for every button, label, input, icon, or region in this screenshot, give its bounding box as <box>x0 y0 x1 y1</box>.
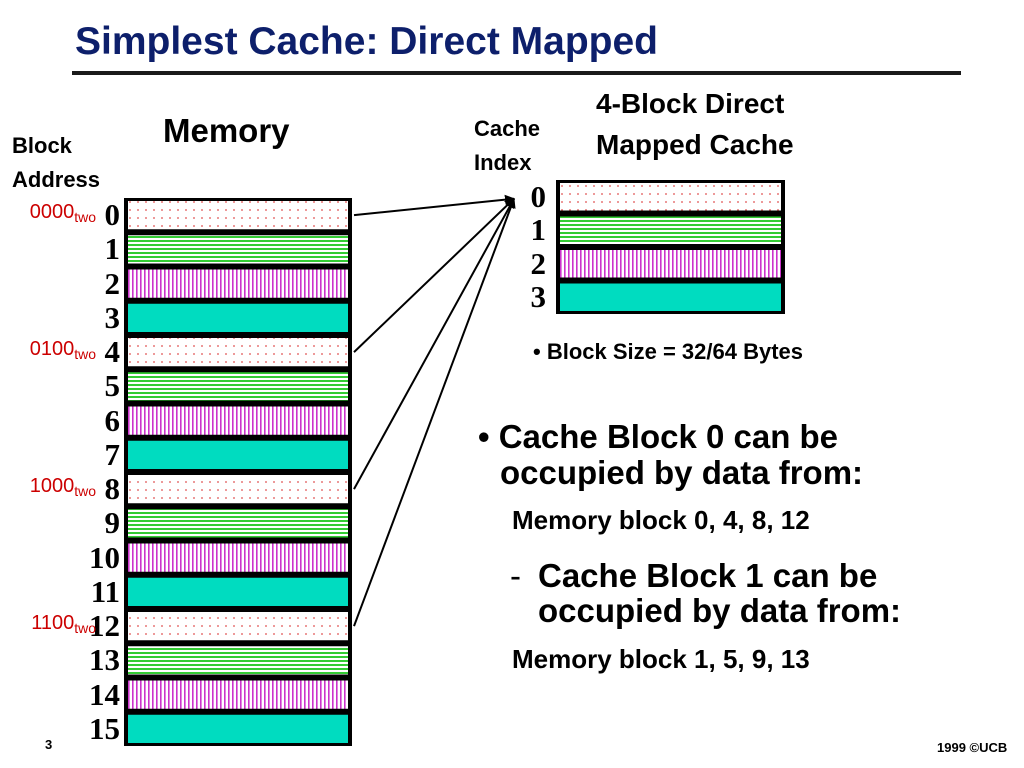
mapping-arrow-block-12 <box>353 197 516 627</box>
memory-block-3 <box>128 303 348 332</box>
cache-index-label-line1: Cache <box>474 116 541 141</box>
mapping-arrow-block-4 <box>353 198 515 353</box>
bullet2-line2: occupied by data from: <box>538 592 902 629</box>
mapping-arrow-block-0 <box>353 194 515 217</box>
memory-block-10 <box>128 543 348 572</box>
cache-block-2 <box>560 250 781 278</box>
cache-index-number-1: 1 <box>530 212 547 248</box>
binary-address-0100: 0100two <box>29 338 96 363</box>
memory-block-7 <box>128 440 348 469</box>
bullet2-dash: - <box>510 557 521 594</box>
binary-address-subscript: two <box>74 620 96 637</box>
cache-index-number-0: 0 <box>530 178 547 214</box>
memory-block-number-6: 6 <box>104 402 121 438</box>
binary-address-value: 1000 <box>29 475 75 498</box>
memory-heading: Memory <box>163 112 290 149</box>
cache-index-number-2: 2 <box>530 245 547 281</box>
memory-block-number-0: 0 <box>104 197 121 233</box>
memory-block-12 <box>128 612 348 641</box>
memory-block-11 <box>128 577 348 606</box>
cache-heading-line2: Mapped Cache <box>596 129 794 160</box>
binary-address-subscript: two <box>74 483 96 500</box>
memory-block-number-8: 8 <box>104 471 121 507</box>
cache-block-1 <box>560 216 781 244</box>
cache-heading-line1: 4-Block Direct <box>596 88 785 119</box>
memory-block-14 <box>128 680 348 709</box>
binary-address-0000: 0000two <box>29 201 96 226</box>
memory-block-4 <box>128 338 348 367</box>
memory-block-number-14: 14 <box>89 676 120 712</box>
memory-block-number-9: 9 <box>104 505 121 541</box>
memory-block-2 <box>128 269 348 298</box>
memory-block-6 <box>128 406 348 435</box>
memory-block-8 <box>128 475 348 504</box>
block-size-note: • Block Size = 32/64 Bytes <box>533 339 804 364</box>
bullet2-sub: Memory block 1, 5, 9, 13 <box>512 644 810 674</box>
memory-block-number-2: 2 <box>104 265 121 301</box>
memory-block-1 <box>128 235 348 264</box>
binary-address-subscript: two <box>74 209 96 226</box>
memory-blocks <box>124 198 352 746</box>
memory-block-number-1: 1 <box>104 231 121 267</box>
mapping-arrows <box>353 194 516 627</box>
mapping-arrow-block-8 <box>353 197 515 490</box>
bullet2-line1: Cache Block 1 can be <box>538 557 878 594</box>
title-underline <box>72 71 961 75</box>
binary-address-1000: 1000two <box>29 475 96 500</box>
memory-block-number-12: 12 <box>89 608 120 644</box>
binary-address-value: 0000 <box>29 201 75 224</box>
slide-number: 3 <box>45 737 53 752</box>
cache-block-0 <box>560 183 781 211</box>
memory-block-number-11: 11 <box>90 573 120 609</box>
cache-index-label-line2: Index <box>474 150 532 175</box>
memory-block-number-3: 3 <box>104 299 121 335</box>
binary-address-subscript: two <box>74 346 96 363</box>
memory-block-number-10: 10 <box>89 539 120 575</box>
cache-index-number-3: 3 <box>530 279 547 315</box>
block-address-label-line1: Block <box>12 133 72 158</box>
memory-block-5 <box>128 372 348 401</box>
cache-blocks <box>556 180 785 314</box>
cache-block-3 <box>560 283 781 311</box>
block-address-label-line2: Address <box>12 167 101 192</box>
memory-block-0 <box>128 201 348 230</box>
copyright: 1999 ©UCB <box>937 740 1008 755</box>
memory-block-number-5: 5 <box>104 368 121 404</box>
binary-address-1100: 1100two <box>31 612 96 637</box>
memory-block-number-13: 13 <box>89 642 120 678</box>
memory-block-15 <box>128 714 348 743</box>
memory-block-13 <box>128 646 348 675</box>
binary-address-value: 0100 <box>29 338 75 361</box>
bullet1-line2: occupied by data from: <box>500 454 864 491</box>
bullet1-sub: Memory block 0, 4, 8, 12 <box>512 505 810 535</box>
page-title: Simplest Cache: Direct Mapped <box>75 20 658 63</box>
memory-block-number-7: 7 <box>104 436 121 472</box>
memory-block-9 <box>128 509 348 538</box>
memory-block-number-15: 15 <box>89 710 120 746</box>
bullet1-line1: • Cache Block 0 can be <box>478 418 839 455</box>
binary-address-value: 1100 <box>31 612 75 635</box>
memory-block-number-4: 4 <box>104 334 121 370</box>
